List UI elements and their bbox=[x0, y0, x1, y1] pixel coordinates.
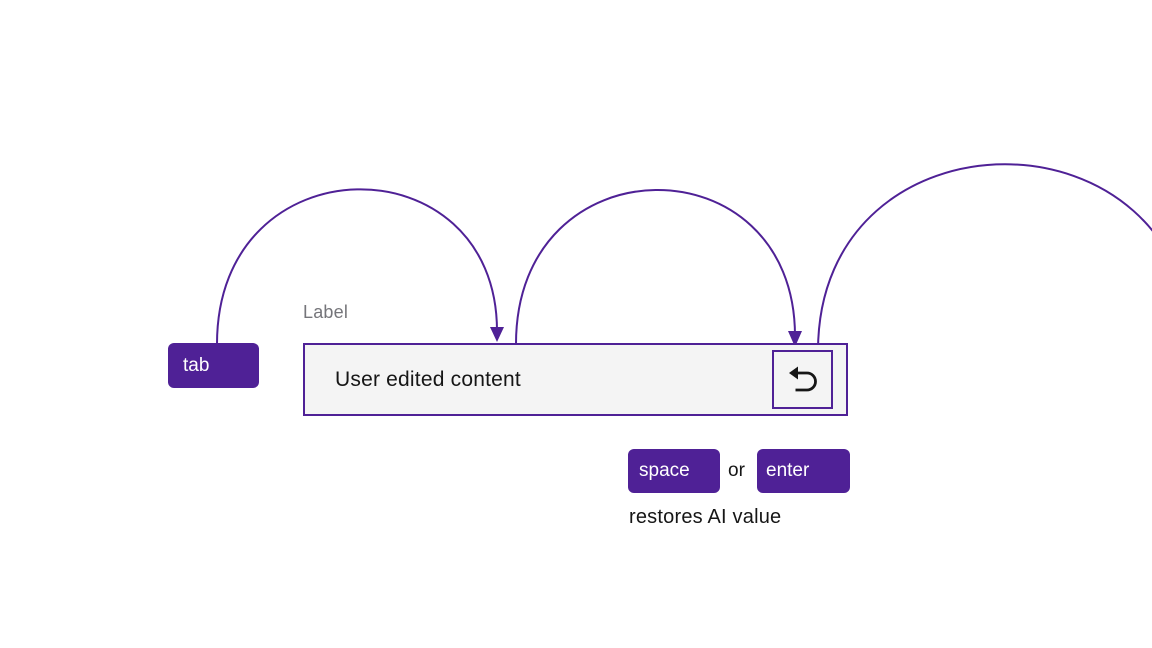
text-input[interactable]: User edited content bbox=[303, 343, 848, 416]
keycap-enter-label: enter bbox=[766, 460, 810, 481]
or-text: or bbox=[728, 460, 745, 481]
arc-tab-to-input bbox=[216, 188, 498, 345]
keycap-space-label: space bbox=[639, 460, 690, 481]
arrowhead-into-input-icon bbox=[490, 327, 504, 342]
keycap-enter: enter bbox=[757, 449, 850, 493]
arc-revert-to-next bbox=[817, 163, 1152, 352]
keycap-tab: tab bbox=[168, 343, 259, 388]
caption-restores-ai-value: restores AI value bbox=[629, 506, 782, 528]
revert-button[interactable] bbox=[772, 350, 833, 409]
field-label: Label bbox=[303, 302, 349, 322]
arc-input-to-revert bbox=[515, 189, 796, 345]
keycap-space: space bbox=[628, 449, 720, 493]
undo-arrow-icon bbox=[788, 366, 817, 391]
keycap-tab-label: tab bbox=[183, 354, 210, 376]
input-value: User edited content bbox=[335, 367, 521, 391]
